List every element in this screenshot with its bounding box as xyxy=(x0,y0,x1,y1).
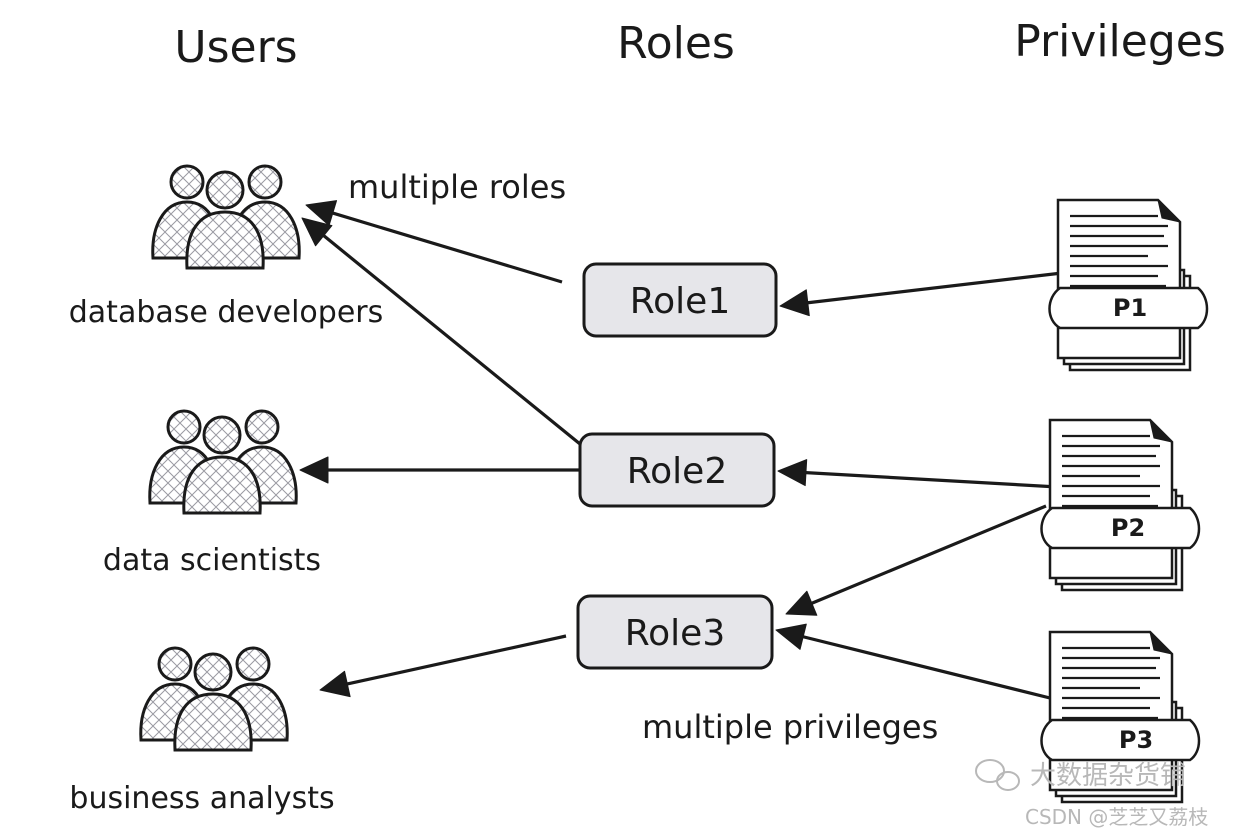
header-users: Users xyxy=(174,22,297,73)
user-group-icon xyxy=(139,646,289,752)
role-node-role2[interactable]: Role2 xyxy=(578,432,776,508)
note-multiple-privileges: multiple privileges xyxy=(642,708,938,746)
arrowhead-p3-to-r3 xyxy=(775,623,807,650)
role-label: Role2 xyxy=(627,451,727,492)
edge-r1-to-u1 xyxy=(332,211,563,284)
header-privileges: Privileges xyxy=(1014,16,1226,67)
edge-p2-to-r2 xyxy=(805,470,1059,489)
watermark-account: 大数据杂货铺 xyxy=(1030,761,1186,791)
role-node-role1[interactable]: Role1 xyxy=(582,262,778,338)
arrowhead-r2-to-u2 xyxy=(299,456,329,484)
privilege-node-p3[interactable]: P3 xyxy=(1040,630,1201,804)
edge-r2-to-u1 xyxy=(322,234,582,446)
user-label-data-scientists: data scientists xyxy=(103,543,321,578)
role-node-role3[interactable]: Role3 xyxy=(576,594,774,670)
privilege-node-p2[interactable]: P2 xyxy=(1040,418,1201,592)
arrowhead-r1-to-u1 xyxy=(305,200,338,227)
edge-r3-to-u3 xyxy=(347,634,567,686)
edge-p1-to-r1 xyxy=(807,271,1063,305)
privilege-label: P3 xyxy=(1119,726,1153,754)
arrowhead-p2-to-r2 xyxy=(777,459,808,487)
user-group-icon xyxy=(151,164,301,270)
watermark: 大数据杂货铺 CSDN @芝芝又荔枝 xyxy=(975,759,1208,829)
edge-p3-to-r3 xyxy=(802,635,1059,702)
wechat-icon xyxy=(975,759,1020,791)
privilege-label: P2 xyxy=(1111,514,1145,542)
arrowhead-p2-to-r3 xyxy=(785,590,818,616)
edges-group xyxy=(299,200,1063,702)
note-multiple-roles: multiple roles xyxy=(348,168,566,206)
role-label: Role1 xyxy=(630,281,730,322)
document-icon xyxy=(1048,198,1209,372)
user-label-database-developers: database developers xyxy=(69,295,384,330)
arrowhead-r2-to-u1 xyxy=(301,217,333,247)
document-icon xyxy=(1040,418,1201,592)
role-label: Role3 xyxy=(625,613,725,654)
edge-p2-to-r3 xyxy=(811,504,1047,605)
arrowhead-r3-to-u3 xyxy=(319,670,351,698)
user-group-icon xyxy=(148,409,298,515)
privilege-node-p1[interactable]: P1 xyxy=(1048,198,1209,372)
user-label-business-analysts: business analysts xyxy=(69,781,334,816)
header-roles: Roles xyxy=(617,18,735,69)
privilege-label: P1 xyxy=(1113,294,1147,322)
watermark-credit: CSDN @芝芝又荔枝 xyxy=(1025,805,1208,829)
arrowhead-p1-to-r1 xyxy=(779,289,810,317)
